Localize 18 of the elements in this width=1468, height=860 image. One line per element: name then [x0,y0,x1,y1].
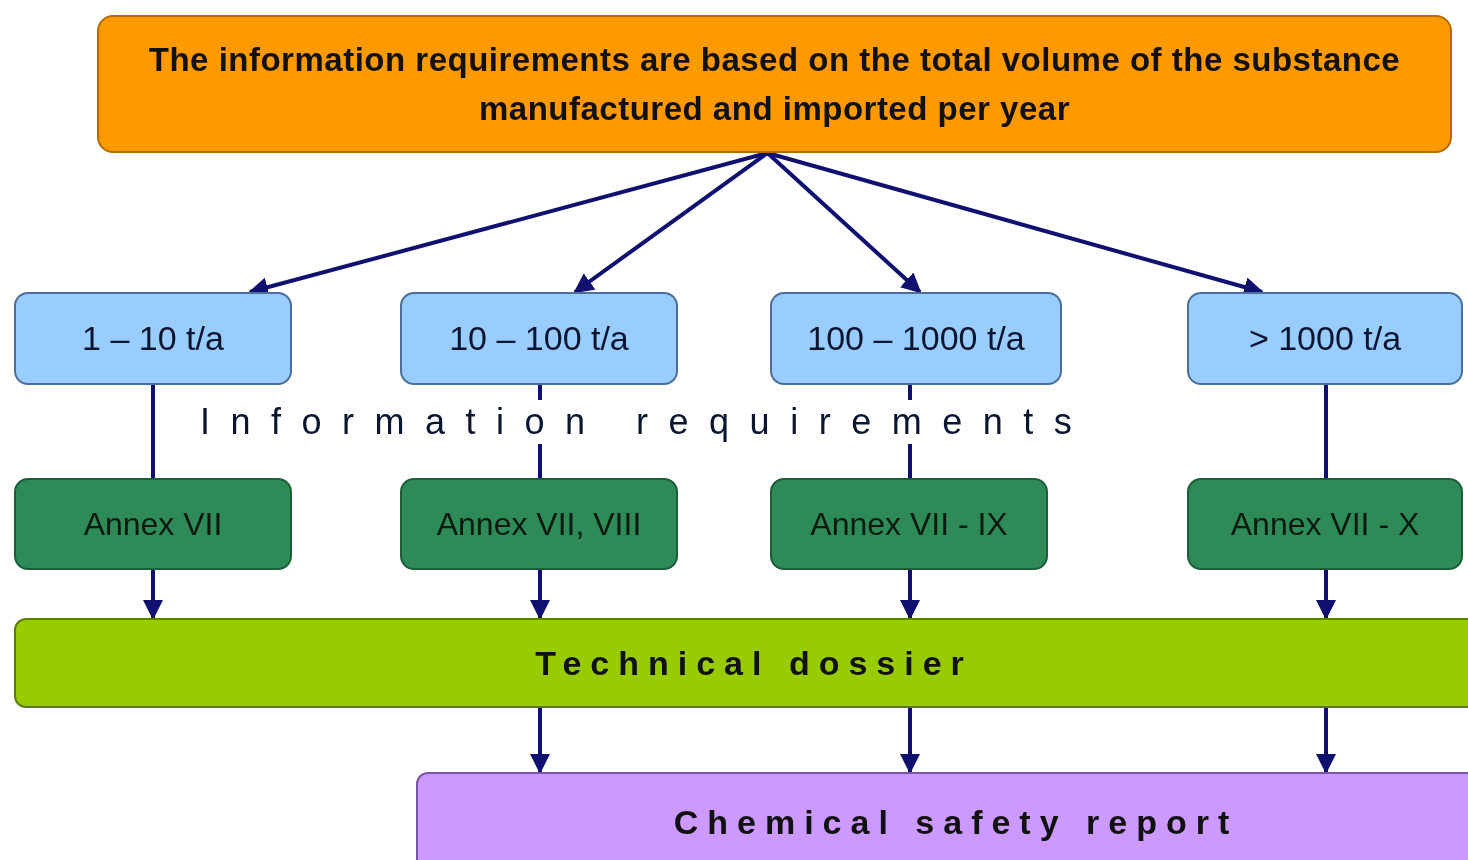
tonnage-box: 10 – 100 t/a [400,292,678,385]
tonnage-box: > 1000 t/a [1187,292,1463,385]
arrow [1316,708,1336,774]
process-box: Technical dossier [14,618,1468,708]
arrow [900,708,920,774]
arrow [143,570,163,620]
annex-box: Annex VII - X [1187,478,1463,570]
tonnage-box: 1 – 10 t/a [14,292,292,385]
process-box: Chemical safety report [416,772,1468,860]
process-box: The information requirements are based on the total volume of the substance manufactured and imported per year [97,15,1452,153]
annex-box: Annex VII [14,478,292,570]
arrow [900,570,920,620]
arrow [1316,570,1336,620]
arrow [530,570,550,620]
arrow [530,708,550,774]
annex-box: Annex VII, VIII [400,478,678,570]
tonnage-box: 100 – 1000 t/a [770,292,1062,385]
annex-box: Annex VII - IX [770,478,1048,570]
